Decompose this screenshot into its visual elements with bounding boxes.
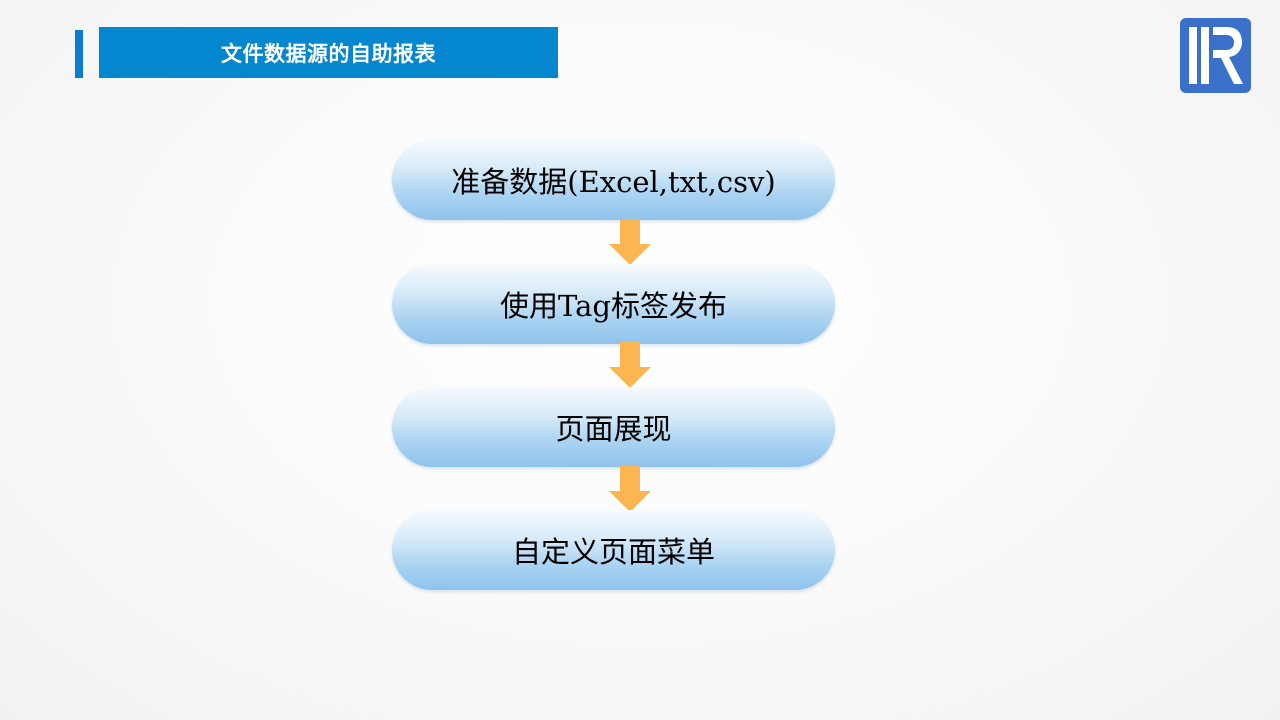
title-accent-bar [75,30,83,78]
flow-step-label: 自定义页面菜单 [511,535,715,569]
page-title: 文件数据源的自助报表 [221,41,436,66]
flow-step-page-display: 页面展现 [392,387,835,467]
flow-step-label: 页面展现 [555,412,672,446]
flow-step-custom-menu: 自定义页面菜单 [392,510,835,590]
flow-step-label: 使用Tag标签发布 [500,289,727,323]
title-banner: 文件数据源的自助报表 [99,27,558,78]
flow-step-publish-tag: 使用Tag标签发布 [392,264,835,344]
down-arrow-icon [609,342,651,388]
down-arrow-icon [609,219,651,265]
flow-step-label: 准备数据(Excel,txt,csv) [451,165,776,199]
down-arrow-icon [609,466,651,512]
flow-step-prepare-data: 准备数据(Excel,txt,csv) [392,140,835,220]
r-logo-icon [1180,18,1251,93]
